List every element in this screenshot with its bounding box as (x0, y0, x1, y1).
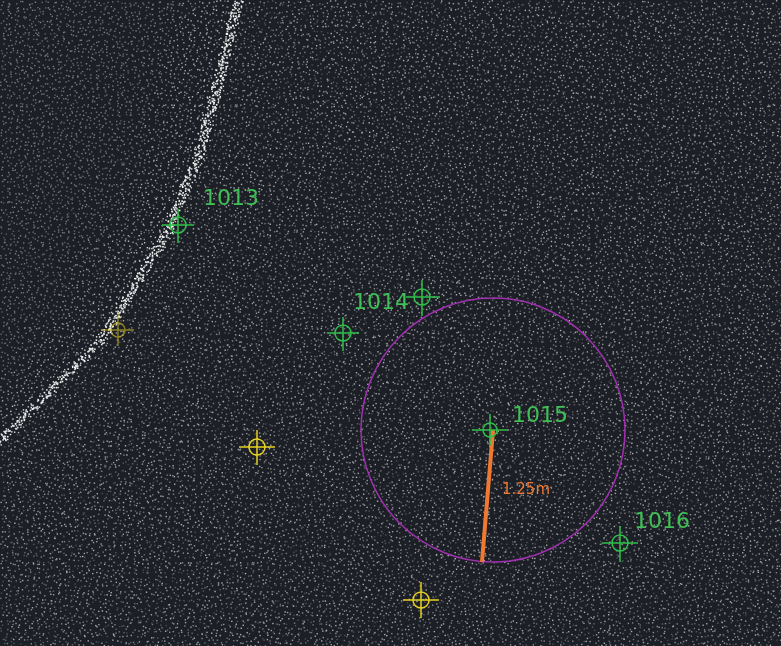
point-id: 1013 (203, 187, 259, 209)
yellow-markers (102, 314, 439, 618)
survey-marker (406, 280, 440, 316)
point-id: 1014 (353, 291, 409, 313)
survey-marker (162, 209, 194, 243)
survey-marker (102, 314, 134, 346)
survey-marker (239, 430, 275, 465)
survey-marker (403, 582, 439, 618)
point-id: 1016 (634, 510, 690, 532)
survey-marker (472, 414, 508, 446)
dimension-label: 1.25m (502, 482, 550, 497)
green-markers (162, 209, 638, 562)
search-radius-circle (361, 298, 625, 562)
survey-marker (327, 317, 359, 351)
point-id: 1015 (512, 404, 568, 426)
radius-line (482, 430, 493, 562)
survey-marker (602, 526, 638, 562)
